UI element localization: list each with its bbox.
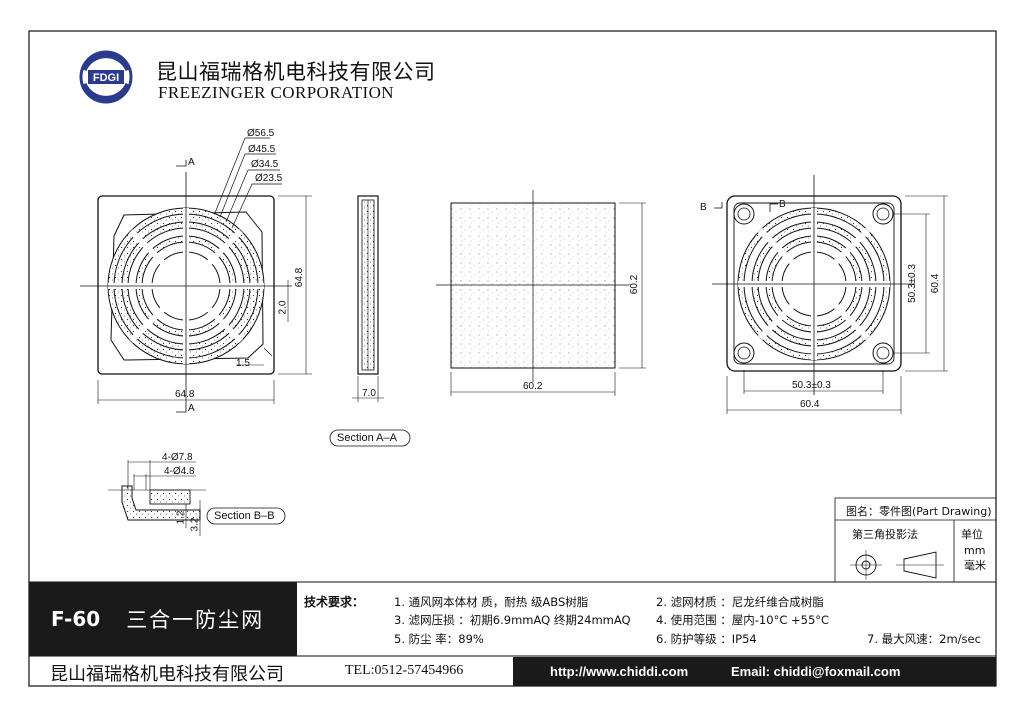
back-hole-spacing-h: 50.3±0.3 — [906, 264, 918, 303]
front-corner-dim: 1.5 — [236, 358, 250, 369]
side-width-dim: 7.0 — [362, 388, 376, 399]
sheet-border — [28, 30, 997, 687]
footer-company-name: 昆山福瑞格机电科技有限公司 — [50, 664, 284, 685]
section-bb-detail — [108, 460, 206, 536]
front-view — [80, 137, 312, 413]
logo-text: FDGI — [93, 72, 119, 84]
back-height-dim: 60.4 — [930, 273, 942, 294]
section-b-label: B — [700, 202, 707, 213]
projection-label: 第三角投影法 — [852, 528, 918, 541]
section-b-label-2: B — [779, 199, 786, 210]
diameter-label-1: Ø56.5 — [247, 128, 275, 139]
side-view — [352, 195, 384, 402]
detail-d2-dim: 4-Ø4.8 — [164, 466, 195, 477]
company-name-en: FREEZINGER CORPORATION — [158, 83, 394, 102]
requirement-3: 3. 滤网压损 ：初期6.9mmAQ 终期24mmAQ — [394, 613, 631, 627]
requirement-6: 6. 防护等级 ：IP54 — [656, 632, 757, 646]
unit-cn: 毫米 — [964, 559, 986, 572]
footer-contact-band — [513, 657, 996, 686]
section-aa-bubble — [329, 429, 411, 447]
section-a-top-label: A — [188, 157, 195, 168]
footer-website-link[interactable]: http://www.chiddi.com — [550, 664, 689, 679]
section-bb-bubble — [206, 507, 286, 525]
requirement-7: 7. 最大风速：2m/sec — [867, 632, 981, 646]
drawing-name-label: 图名：零件图(Part Drawing) — [846, 505, 992, 518]
footer-phone: TEL:0512-57454966 — [345, 663, 464, 678]
filter-view — [436, 190, 646, 396]
detail-h2-dim: 3.2 — [189, 517, 201, 532]
diameter-label-3: Ø34.5 — [251, 159, 279, 170]
requirement-2: 2. 滤网材质 ：尼龙纤维合成树脂 — [656, 595, 824, 609]
requirement-5: 5. 防尘 率：89% — [394, 632, 484, 646]
front-height-dim: 64.8 — [294, 267, 306, 288]
detail-h1-dim: 1.2 — [175, 510, 187, 525]
back-width-dim: 60.4 — [800, 399, 820, 410]
section-bb-label: Section B–B — [214, 510, 275, 522]
detail-d1-dim: 4-Ø7.8 — [162, 452, 193, 463]
front-width-dim: 64.8 — [175, 389, 195, 400]
requirement-1: 1. 通风网本体材 质，耐热 级ABS树脂 — [394, 595, 589, 609]
company-logo: FDGI — [79, 50, 133, 104]
title-block-box — [834, 497, 997, 583]
section-aa-label: Section A–A — [337, 432, 397, 444]
filter-width-dim: 60.2 — [523, 381, 543, 392]
third-angle-projection-icon — [850, 550, 944, 580]
footer-email-link[interactable]: Email: chiddi@foxmail.com — [731, 664, 901, 679]
filter-height-dim: 60.2 — [629, 274, 641, 295]
back-hole-spacing-w: 50.3±0.3 — [792, 380, 831, 391]
front-small-dim: 2.0 — [277, 300, 289, 315]
requirement-4: 4. 使用范围 ：屋内-10°C +55°C — [656, 613, 830, 627]
back-view — [712, 175, 948, 414]
product-model: F-60 — [51, 607, 101, 631]
diameter-label-2: Ø45.5 — [248, 144, 276, 155]
requirements-label: 技术要求： — [304, 595, 365, 609]
unit-label: 单位 — [961, 528, 983, 541]
diameter-label-4: Ø23.5 — [255, 173, 283, 184]
product-title-block: F-60 三合一防尘网 — [29, 582, 297, 656]
product-name: 三合一防尘网 — [126, 608, 265, 632]
company-name-cn: 昆山福瑞格机电科技有限公司 — [156, 60, 436, 84]
section-a-bottom-label: A — [188, 403, 195, 414]
unit-mm: mm — [964, 544, 986, 557]
